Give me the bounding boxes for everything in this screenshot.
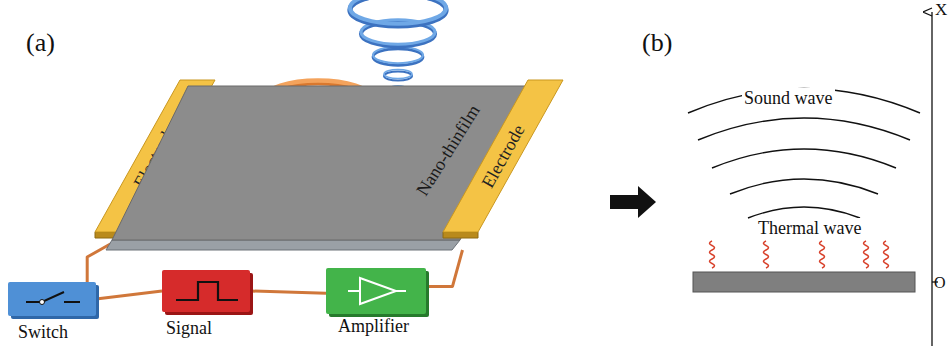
- amplifier-symbol: [348, 278, 406, 304]
- thermal-squiggle: [884, 241, 889, 268]
- signal-symbol-svg: [162, 270, 250, 312]
- amplifier-box: Amplifier: [326, 268, 426, 314]
- pulse-symbol: [176, 282, 238, 300]
- x-axis: [931, 12, 932, 346]
- wire: [250, 291, 326, 293]
- wire: [96, 291, 162, 299]
- ring: [384, 69, 412, 78]
- blue-sound-rings: [350, 0, 446, 92]
- film-bar: [693, 272, 915, 292]
- ring: [373, 47, 423, 64]
- electrode-side-face: [443, 232, 478, 238]
- panel-label: (a): [26, 28, 55, 58]
- sound-wave-arcs: [688, 89, 920, 219]
- switch-symbol-svg: [8, 282, 96, 316]
- switch-symbol: [26, 292, 80, 302]
- thermal-squiggle: [864, 241, 869, 268]
- plate-edge-face: [106, 240, 460, 250]
- wave-label: Sound wave: [742, 88, 835, 109]
- ring: [350, 0, 446, 24]
- panel-label: (b): [642, 28, 672, 58]
- amplifier-symbol-svg: [326, 268, 426, 314]
- switch-pivot: [40, 300, 45, 305]
- electrode-bar: Electrode: [440, 75, 565, 247]
- signal-box: Signal: [162, 270, 250, 312]
- wave-label: Thermal wave: [756, 218, 863, 239]
- panel-arrow: [610, 186, 656, 218]
- box-label: Switch: [18, 322, 68, 343]
- axis-label: O: [934, 274, 946, 292]
- thermal-squiggle: [764, 241, 769, 268]
- axis-label: X: [935, 0, 947, 20]
- switch-box: Switch: [8, 282, 96, 316]
- wire: [426, 250, 463, 286]
- electrode-top: [443, 80, 563, 232]
- thermal-squiggles: [710, 241, 889, 268]
- box-label: Signal: [166, 318, 212, 339]
- thermal-squiggle: [710, 241, 715, 268]
- box-label: Amplifier: [338, 316, 409, 337]
- thermal-squiggle: [820, 241, 825, 268]
